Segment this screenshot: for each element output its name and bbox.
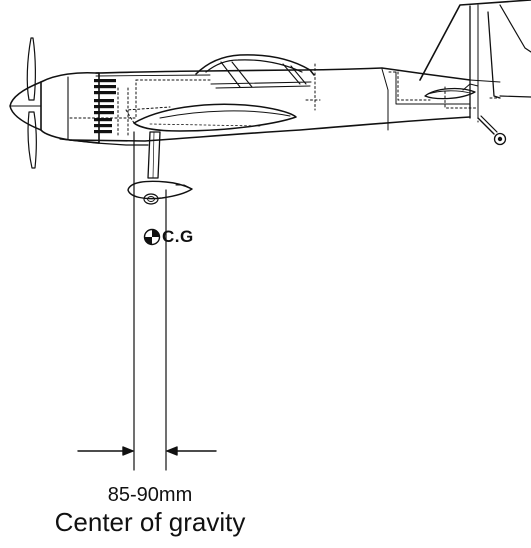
dimension-arrows (77, 446, 217, 456)
dimension-label: 85-90mm (107, 484, 193, 506)
fuselage-top (95, 67, 471, 81)
vertical-tail (419, 0, 531, 119)
horizontal-stabilizer (424, 83, 479, 100)
fuselage-bottom (69, 116, 471, 142)
wing-root (125, 103, 297, 132)
cg-symbol-icon (143, 228, 161, 246)
wheel-pant (127, 180, 193, 205)
cg-marker-label: C.G (162, 227, 194, 246)
cowling (40, 71, 100, 144)
panel-dotted-lines (69, 63, 501, 136)
cg-reference-lines (133, 131, 167, 471)
caption-title: Center of gravity (54, 507, 246, 537)
propeller (26, 37, 37, 169)
tail-wheel (477, 115, 507, 146)
main-gear-strut (147, 131, 161, 179)
cowl-vents (94, 79, 116, 134)
canopy (195, 54, 315, 89)
